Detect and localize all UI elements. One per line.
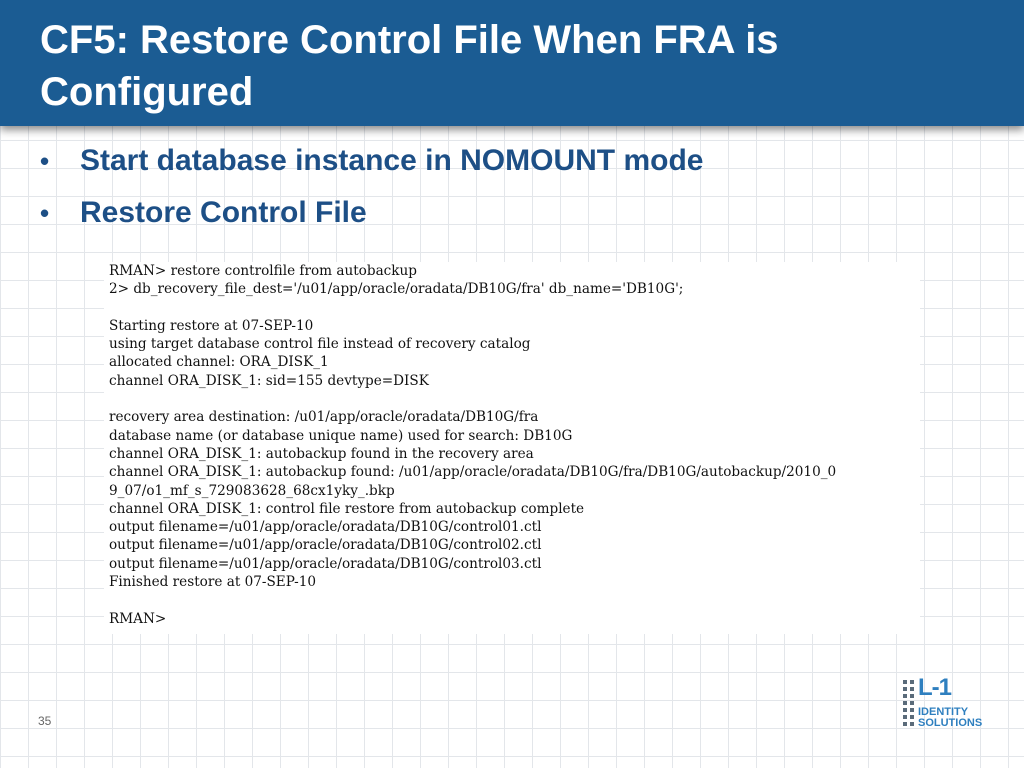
bullet-dot-icon: • — [40, 198, 50, 228]
terminal-line: Starting restore at 07-SEP-10 — [109, 317, 314, 334]
slide-title: CF5: Restore Control File When FRA is Co… — [40, 18, 779, 114]
company-logo: L-1 IDENTITY SOLUTIONS — [902, 675, 988, 731]
terminal-line — [104, 591, 920, 609]
terminal-line: database name (or database unique name) … — [109, 427, 573, 444]
terminal-line: RMAN> restore controlfile from autobacku… — [109, 263, 417, 279]
terminal-line: output filename=/u01/app/oracle/oradata/… — [109, 537, 542, 554]
terminal-line: output filename=/u01/app/oracle/oradata/… — [109, 519, 542, 536]
logo-line-identity: IDENTITY — [918, 706, 969, 718]
terminal-line: channel ORA_DISK_1: autobackup found in … — [109, 445, 534, 462]
title-bar: CF5: Restore Control File When FRA is Co… — [0, 0, 1024, 126]
bullet-text: Start database instance in NOMOUNT mode — [80, 144, 704, 177]
dot-grid-logo-icon — [903, 680, 914, 726]
rman-terminal-output: RMAN> restore controlfile from autobacku… — [104, 262, 920, 634]
terminal-line: 2> db_recovery_file_dest='/u01/app/oracl… — [109, 281, 684, 298]
page-number: 35 — [38, 714, 52, 728]
terminal-line: channel ORA_DISK_1: control file restore… — [109, 500, 585, 517]
terminal-line: Finished restore at 07-SEP-10 — [109, 574, 317, 591]
terminal-line: recovery area destination: /u01/app/orac… — [109, 409, 539, 426]
bullet-text: Restore Control File — [80, 196, 367, 229]
bullet-list: • Start database instance in NOMOUNT mod… — [40, 144, 703, 248]
bullet-item: • Restore Control File — [40, 196, 703, 248]
terminal-line — [104, 390, 920, 408]
bullet-dot-icon: • — [40, 146, 50, 176]
terminal-line: RMAN> — [109, 610, 167, 627]
logo-line-solutions: SOLUTIONS — [918, 717, 983, 729]
terminal-line: channel ORA_DISK_1: autobackup found: /u… — [109, 464, 837, 481]
terminal-line: 9_07/o1_mf_s_729083628_68cx1yky_.bkp — [109, 482, 395, 499]
terminal-line: output filename=/u01/app/oracle/oradata/… — [109, 555, 542, 572]
logo-mark-text: L-1 — [918, 674, 952, 701]
terminal-line: allocated channel: ORA_DISK_1 — [109, 354, 329, 371]
terminal-line: using target database control file inste… — [109, 336, 531, 353]
terminal-line — [104, 299, 920, 317]
bullet-item: • Start database instance in NOMOUNT mod… — [40, 144, 703, 196]
terminal-line: channel ORA_DISK_1: sid=155 devtype=DISK — [109, 372, 429, 389]
